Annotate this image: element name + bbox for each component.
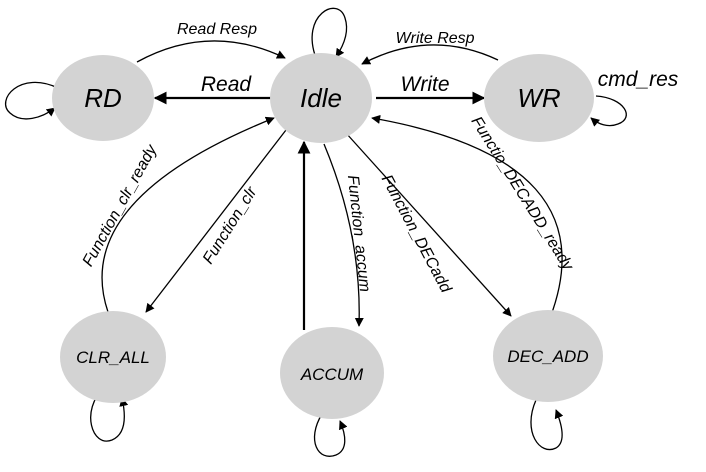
edge-function-decadd	[345, 132, 512, 317]
edge-read-resp	[136, 40, 286, 63]
state-clr-all[interactable]: CLR_ALL	[60, 311, 166, 403]
state-idle-label: Idle	[300, 83, 342, 113]
label-write-resp: Write Resp	[395, 30, 474, 47]
state-dec-add[interactable]: DEC_ADD	[493, 310, 603, 402]
label-function-clr: Function_clr	[200, 184, 261, 267]
state-dec-add-label: DEC_ADD	[507, 347, 588, 366]
loop-accum	[313, 413, 348, 457]
loop-clr-all	[90, 387, 129, 442]
label-function-clr-ready: Function_clr_ready	[80, 141, 161, 269]
label-cmd-res: cmd_res	[598, 68, 679, 91]
loop-idle	[311, 7, 348, 59]
state-rd-label: RD	[84, 83, 122, 113]
edge-function-clr-ready	[101, 116, 275, 313]
loop-dec-add	[530, 399, 564, 451]
state-wr[interactable]: WR	[484, 54, 594, 142]
label-write: Write	[401, 73, 450, 96]
edge-function-accum	[323, 143, 364, 327]
label-read-resp: Read Resp	[177, 21, 257, 38]
state-accum-label: ACCUM	[300, 365, 364, 384]
edge-functio-decadd-ready	[371, 114, 563, 319]
label-read: Read	[201, 73, 253, 96]
loop-wr	[590, 95, 627, 127]
state-rd[interactable]: RD	[52, 55, 154, 141]
label-function-decadd: Function_DECadd	[378, 172, 455, 296]
label-function-accum: Function_accum	[344, 174, 373, 293]
loop-rd	[4, 81, 59, 120]
state-clr-all-label: CLR_ALL	[76, 348, 150, 367]
state-accum[interactable]: ACCUM	[280, 327, 384, 419]
state-idle[interactable]: Idle	[270, 53, 372, 143]
state-wr-label: WR	[517, 83, 560, 113]
edge-function-clr	[145, 129, 287, 313]
edge-write-resp	[361, 44, 499, 65]
